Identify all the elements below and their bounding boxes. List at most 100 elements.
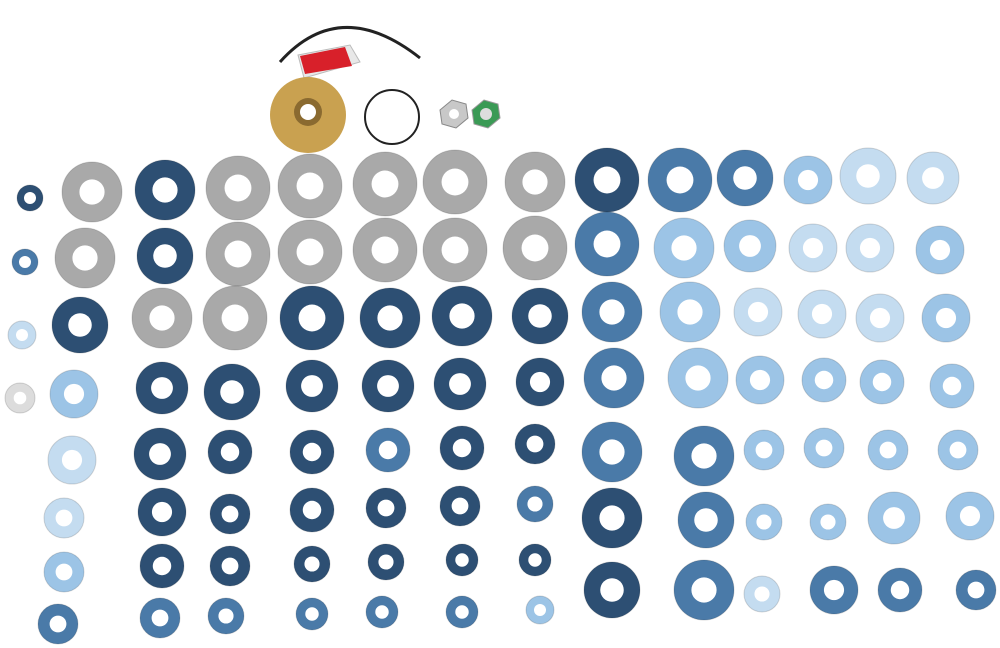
washer-hole: [455, 605, 469, 619]
washer-hole: [24, 192, 36, 204]
washer-hole: [739, 235, 761, 257]
washer-hole: [691, 577, 717, 603]
washer-hole: [949, 441, 967, 459]
washer-hole: [967, 581, 985, 599]
washer-hole: [455, 553, 469, 567]
washer-hole: [890, 580, 910, 600]
sealant-label: [300, 47, 352, 74]
washer-hole: [301, 375, 323, 397]
washer-hole: [49, 615, 67, 633]
washer-hole: [305, 607, 319, 621]
washer-hole: [302, 442, 322, 462]
washer-hole: [371, 170, 399, 198]
washer-hole: [61, 449, 83, 471]
washer-hole: [814, 370, 834, 390]
washer-hole: [599, 299, 625, 325]
washer-hole: [378, 440, 398, 460]
washer-hole: [666, 166, 694, 194]
washer-grid: [4, 147, 997, 645]
washer-hole: [449, 373, 471, 395]
washer-hole: [220, 380, 244, 404]
washer-hole: [55, 509, 73, 527]
spring-clip: [278, 26, 421, 64]
washer-hole: [72, 245, 98, 271]
accessories-group: [270, 26, 501, 153]
washer-hole: [694, 508, 718, 532]
washer-hole: [528, 553, 542, 567]
washer-hole: [13, 391, 27, 405]
washer-hole: [677, 299, 703, 325]
washer-hole: [221, 304, 249, 332]
nut-hole: [449, 109, 459, 119]
washer-hole: [449, 303, 475, 329]
washer-hole: [441, 168, 469, 196]
washer-hole: [749, 369, 771, 391]
washer-hole: [534, 604, 546, 616]
washer-hole: [151, 377, 173, 399]
washer-hole: [296, 238, 324, 266]
washer-hole: [521, 234, 549, 262]
washer-hole: [304, 556, 320, 572]
washer-hole: [929, 239, 951, 261]
washer-hole: [452, 438, 472, 458]
washer-hole: [869, 307, 891, 329]
washer-hole: [691, 443, 717, 469]
washer-hole: [685, 365, 711, 391]
washer-hole: [600, 578, 624, 602]
washer-hole: [302, 500, 322, 520]
washer-hole: [220, 442, 240, 462]
washer-hole: [820, 514, 836, 530]
washer-hole: [149, 305, 175, 331]
washer-hole: [441, 236, 469, 264]
washer-hole: [19, 256, 31, 268]
washer-hole: [859, 237, 881, 259]
washer-hole: [152, 177, 178, 203]
washer-hole: [527, 496, 543, 512]
washer-hole: [959, 505, 981, 527]
washer-hole: [528, 304, 552, 328]
washer-hole: [224, 174, 252, 202]
washer-hole: [815, 439, 833, 457]
washer-hole: [296, 172, 324, 200]
washer-hole: [599, 505, 625, 531]
washer-hole: [377, 499, 395, 517]
washer-hole: [522, 169, 548, 195]
washer-hole: [79, 179, 105, 205]
washer-hole: [451, 497, 469, 515]
washer-hole: [755, 441, 773, 459]
washer-hole: [802, 237, 824, 259]
washer-hole: [149, 443, 171, 465]
washer-hole: [797, 169, 819, 191]
washer-hole: [856, 164, 880, 188]
washer-hole: [221, 557, 239, 575]
washer-hole: [601, 365, 627, 391]
washer-hole: [221, 505, 239, 523]
washer-hole: [883, 507, 905, 529]
washer-hole: [811, 303, 833, 325]
washer-hole: [153, 244, 177, 268]
nut-hole: [480, 108, 492, 120]
o-ring: [364, 89, 420, 145]
washer-hole: [151, 609, 169, 627]
washer-hole: [218, 608, 234, 624]
washer-hole: [68, 313, 92, 337]
washer-hole: [63, 383, 85, 405]
washer-hole: [375, 605, 389, 619]
washer-hole: [733, 166, 757, 190]
washer-hole: [747, 301, 769, 323]
washer-hole: [935, 307, 957, 329]
washer-hole: [298, 304, 326, 332]
washer-hole: [599, 439, 625, 465]
washer-hole: [823, 579, 845, 601]
washer-hole: [593, 166, 621, 194]
washer-hole: [378, 554, 394, 570]
piston-bore: [300, 104, 316, 120]
washer-hole: [55, 563, 73, 581]
washer-hole: [942, 376, 962, 396]
washer-hole: [922, 167, 944, 189]
washer-hole: [377, 305, 403, 331]
washer-hole: [152, 556, 172, 576]
washer-hole: [872, 372, 892, 392]
